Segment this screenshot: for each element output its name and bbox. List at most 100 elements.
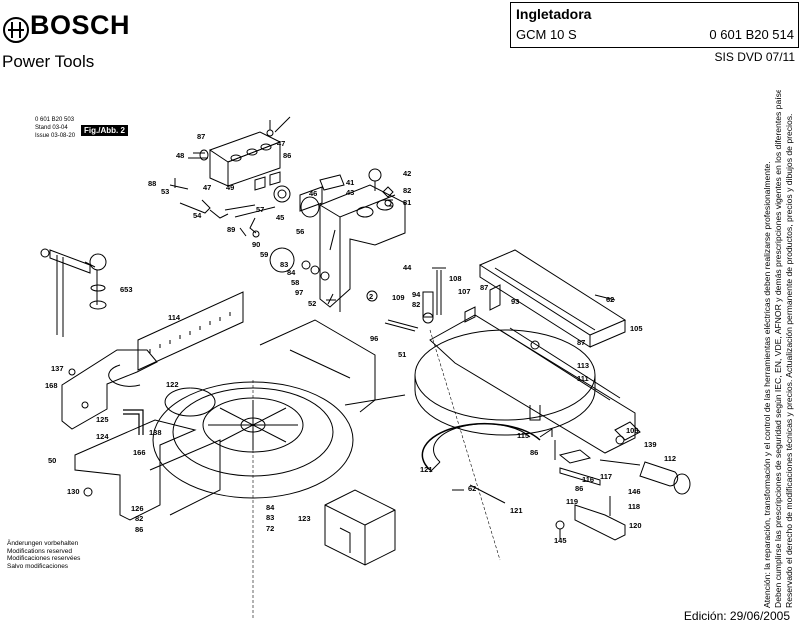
scale-plate — [137, 291, 244, 371]
left-bracket — [61, 349, 158, 430]
callout: 120 — [629, 521, 642, 530]
modifications-note: Änderungen vorbehalten Modifications res… — [7, 540, 80, 570]
callout: 47 — [203, 183, 211, 192]
callout: 93 — [511, 297, 519, 306]
callout: 45 — [276, 213, 284, 222]
modification-line: Salvo modificaciones — [7, 562, 69, 570]
issue-row: Issue 03-08-20 — [35, 132, 75, 140]
callout: 83 — [280, 260, 288, 269]
callout: 89 — [227, 225, 235, 234]
product-title: Ingletadora — [516, 6, 592, 22]
brand-subtitle: Power Tools — [2, 52, 95, 71]
callout: 47 — [277, 139, 285, 148]
callout: 90 — [252, 240, 260, 249]
callout: 48 — [176, 151, 184, 160]
motor-head-assembly — [208, 131, 406, 312]
callout: 83 — [266, 513, 274, 522]
callout: 49 — [226, 183, 234, 192]
callout: 130 — [67, 487, 80, 496]
callout: 145 — [554, 536, 567, 545]
callout: 86 — [575, 484, 583, 493]
callout: 124 — [96, 432, 109, 441]
callout: 87 — [577, 338, 585, 347]
bosch-armature-icon — [3, 17, 29, 43]
callout: 84 — [266, 503, 275, 512]
callout: 118 — [628, 502, 640, 511]
callout: 54 — [193, 211, 202, 220]
callout: 111 — [577, 374, 589, 383]
title-block: Ingletadora GCM 10 S 0 601 B20 514 — [510, 2, 799, 48]
callout: 43 — [346, 188, 354, 197]
callout: 41 — [346, 178, 354, 187]
callout: 82 — [412, 300, 420, 309]
modification-line: Modifications reserved — [7, 547, 73, 555]
callout: 653 — [120, 285, 133, 294]
callout: 44 — [403, 263, 412, 272]
fence-rail — [478, 249, 627, 348]
disclaimer-line: Deben cumplirse las prescripciones de se… — [773, 90, 783, 608]
callout-numbers: 87 48 47 86 49 46 41 43 88 53 47 54 57 4… — [45, 132, 676, 545]
disclaimer-line: Reservado el derecho de modificaciones t… — [784, 114, 794, 608]
callout: 146 — [628, 487, 641, 496]
edition-date: Edición: 29/06/2005 — [683, 609, 790, 623]
lock-handle — [599, 459, 691, 495]
stand-row: Stand 03-04 — [35, 124, 75, 132]
callout: 97 — [295, 288, 303, 297]
callout: 52 — [308, 299, 316, 308]
callout: 88 — [148, 179, 156, 188]
side-disclaimer: Atención: la reparación, transformación … — [762, 90, 796, 610]
clamp — [40, 248, 107, 337]
callout: 126 — [131, 504, 144, 513]
modification-line: Änderungen vorbehalten — [7, 540, 79, 547]
modification-line: Modificaciones reservées — [7, 555, 81, 562]
issue-value: 03-08-20 — [51, 133, 76, 139]
callout: 51 — [398, 350, 406, 359]
product-number: 0 601 B20 514 — [709, 27, 794, 42]
callout: 115 — [517, 431, 529, 440]
callout: 107 — [458, 287, 471, 296]
part-number: 0 601 B20 503 — [35, 117, 75, 123]
callout: 109 — [392, 293, 405, 302]
product-model: GCM 10 S — [516, 27, 577, 42]
callout: 117 — [600, 472, 612, 481]
callout: 86 — [530, 448, 538, 457]
callout: 122 — [166, 380, 179, 389]
callout: 62 — [606, 295, 614, 304]
figure-label: Fig./Abb. 2 — [81, 125, 128, 136]
callout: 138 — [149, 428, 162, 437]
small-parts-upper — [169, 116, 394, 305]
callout: 106 — [626, 426, 639, 435]
callout: 96 — [370, 334, 378, 343]
callout: 105 — [630, 324, 643, 333]
callout: 121 — [420, 465, 433, 474]
callout: 119 — [566, 497, 578, 506]
callout: 86 — [283, 151, 291, 160]
callout: 42 — [403, 169, 411, 178]
callout: 114 — [168, 313, 181, 322]
callout: 2 — [369, 292, 373, 301]
callout: 87 — [480, 283, 488, 292]
callout: 125 — [96, 415, 109, 424]
part-reference: 0 601 B20 503 Stand 03-04 Issue 03-08-20 — [35, 116, 75, 140]
callout: 87 — [197, 132, 205, 141]
callout: 50 — [48, 456, 56, 465]
callout: 57 — [256, 205, 264, 214]
stand-label: Stand — [35, 125, 51, 131]
callout: 62 — [468, 484, 476, 493]
callout: 139 — [644, 440, 657, 449]
brand-logo: BOSCH — [30, 10, 131, 40]
callout: 116 — [582, 475, 594, 484]
guard-rail — [421, 422, 541, 504]
issue-label: Issue — [35, 133, 50, 139]
callout: 168 — [45, 381, 58, 390]
callout: 123 — [298, 514, 311, 523]
callout: 53 — [161, 187, 169, 196]
callout: 86 — [135, 525, 143, 534]
small-parts-lower — [539, 428, 626, 541]
callout: 82 — [135, 514, 143, 523]
small-parts-center — [384, 267, 616, 332]
callout: 81 — [403, 198, 411, 207]
callout: 46 — [309, 189, 317, 198]
callout: 108 — [449, 274, 462, 283]
